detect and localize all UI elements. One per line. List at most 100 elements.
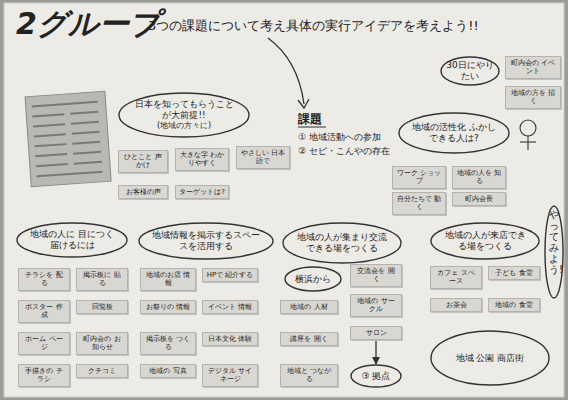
- hand-drawn-outline: [139, 223, 273, 259]
- sticky-note: ターゲットは?: [175, 185, 229, 199]
- node-text: 日本文化 体験: [206, 335, 254, 343]
- circled-idea: 地域の人が来店できる場をつくる: [430, 222, 540, 260]
- node-text: 地域の人を 知る: [456, 169, 502, 186]
- circled-idea: 地域情報を掲示するスペースを活用する: [138, 222, 274, 260]
- node-text: 講座を 開く: [284, 335, 334, 343]
- sticky-note: 地域のお店 情報: [140, 268, 196, 291]
- hand-drawn-outline: [351, 365, 401, 387]
- sticky-note: 地域の 人材: [280, 300, 338, 314]
- sticky-note: クチコミ: [76, 364, 128, 378]
- sticky-note: 地域と つながる: [280, 364, 338, 387]
- title-arrowhead: [298, 99, 309, 108]
- text-wrap: 地域情報を掲示するスペースを活用する: [152, 230, 261, 252]
- hand-drawn-outline: [431, 223, 539, 259]
- node-text: ポスター 作成: [22, 303, 66, 320]
- node-text: 町内会の イベント: [509, 59, 557, 76]
- circled-idea: 地域の人に 目につく届けるには: [16, 222, 128, 258]
- text-wrap: ③ 拠点: [355, 371, 397, 382]
- subtitle: 3つの課題について考え具体の実行アイデアを考えよう!!: [148, 17, 479, 35]
- sticky-note: 掲示板を つくる: [140, 332, 196, 355]
- node-text: 地域の 食堂: [492, 301, 536, 309]
- hand-drawn-outline: [283, 223, 401, 263]
- sticky-note: 地域の サークル: [350, 294, 402, 317]
- heading-underline: [298, 127, 326, 128]
- circled-idea: 日本を知ってもらうことが大前提!!(地域の方々に): [118, 92, 250, 138]
- node-text: ホーム ページ: [22, 335, 66, 352]
- sticky-note: ポスター 作成: [18, 300, 70, 323]
- circled-idea: 30日にやりたい: [440, 56, 500, 86]
- sticky-note: カフェ スペース: [430, 266, 482, 289]
- issue-item: ① 地域活動への参加: [298, 131, 381, 144]
- text-wrap: 地域の活性化 ふかしできる人は?: [409, 122, 499, 144]
- sticky-note: ひとこと 声かけ: [118, 150, 168, 173]
- node-text: 子ども 食堂: [492, 269, 536, 277]
- sticky-note: チラシを 配る: [18, 268, 70, 291]
- node-text: 交流会を 開く: [354, 267, 398, 284]
- node-text: チラシを 配る: [22, 271, 66, 288]
- sticky-note: ホーム ページ: [18, 332, 70, 355]
- node-text: 手描きの チラシ: [22, 367, 66, 384]
- sticky-note: お祭りの 情報: [140, 300, 196, 314]
- node-text: イベント 情報: [206, 303, 254, 311]
- sticky-note: お茶会: [430, 298, 482, 312]
- node-text: 地域情報を掲示するスペースを活用する: [152, 230, 261, 252]
- issue-item: ② セピ・こんやの存在: [298, 145, 390, 158]
- node-text: ワーク ショップ: [396, 169, 442, 186]
- hand-drawn-outline: [17, 223, 127, 257]
- sticky-note: 日本文化 体験: [202, 332, 258, 346]
- vertical-circle: やってみよう!: [544, 205, 564, 299]
- node-text: ひとこと 声かけ: [122, 153, 164, 170]
- sticky-note: お客様の声: [118, 185, 168, 199]
- sticky-note: 町内会の お知らせ: [76, 332, 128, 355]
- node-text: 横浜から: [290, 274, 336, 285]
- sticky-note: サロン: [350, 326, 402, 340]
- sticky-note: 講座を 開く: [280, 332, 338, 346]
- node-text: お茶会: [434, 301, 478, 309]
- heading-label: 課題: [298, 111, 322, 128]
- person-doodle: [520, 120, 536, 150]
- node-text: ③ 拠点: [355, 371, 397, 382]
- node-text: 地域の方を 招く: [509, 89, 557, 106]
- hand-drawn-outline: [119, 93, 249, 137]
- printed-handout: [25, 91, 111, 186]
- sticky-note: 地域の 食堂: [488, 298, 540, 312]
- node-text: 掲示板に 貼る: [80, 271, 124, 288]
- node-text: 地域の人が来店できる場をつくる: [441, 230, 529, 252]
- node-text: お客様の声: [122, 188, 164, 196]
- circled-idea: 横浜から: [284, 266, 342, 292]
- hand-drawn-outline: [441, 57, 499, 85]
- handout-lines: [32, 102, 103, 176]
- circled-idea: 地域 公園 商店街: [430, 330, 550, 386]
- hand-drawn-outline: [285, 267, 341, 291]
- circled-idea: ③ 拠点: [350, 364, 402, 388]
- sticky-note: 地域の 写真: [140, 364, 196, 378]
- text-wrap: 地域の人が集まり交流できる場をつくる: [294, 232, 390, 254]
- hand-drawn-outline: [431, 331, 549, 385]
- node-text: 30日にやりたい: [446, 60, 494, 82]
- circled-idea: 地域の人が集まり交流できる場をつくる: [282, 222, 402, 264]
- node-text: お祭りの 情報: [144, 303, 192, 311]
- title-arrow: [268, 38, 304, 104]
- node-text: 回覧板: [80, 303, 124, 311]
- hand-drawn-outline: [399, 113, 509, 153]
- node-text: 地域のお店 情報: [144, 271, 192, 288]
- node-text: 日本を知ってもらうことが大前提!!: [131, 99, 237, 121]
- sticky-note: 地域の方を 招く: [505, 86, 561, 109]
- sticky-note: 回覧板: [76, 300, 128, 314]
- sticky-note: 交流会を 開く: [350, 264, 402, 287]
- text-wrap: 日本を知ってもらうことが大前提!!(地域の方々に): [131, 99, 237, 130]
- sticky-note: 自分たちで 動く: [392, 192, 446, 215]
- node-text: やってみよう!: [549, 209, 559, 275]
- node-text: 地域と つながる: [284, 367, 334, 384]
- node-text: サロン: [354, 329, 398, 337]
- node-text: 地域の人に 目につく届けるには: [27, 229, 117, 251]
- text-wrap: 地域の人に 目につく届けるには: [27, 229, 117, 251]
- connector-arrow: [375, 340, 376, 364]
- sticky-note: やさしい 日本語で: [236, 146, 290, 169]
- node-text: 掲示板を つくる: [144, 335, 192, 352]
- hand-drawn-outline: [545, 206, 563, 298]
- node-text: 町内会の お知らせ: [80, 335, 124, 352]
- handout-sheet: [25, 91, 111, 186]
- text-wrap: 横浜から: [290, 274, 336, 285]
